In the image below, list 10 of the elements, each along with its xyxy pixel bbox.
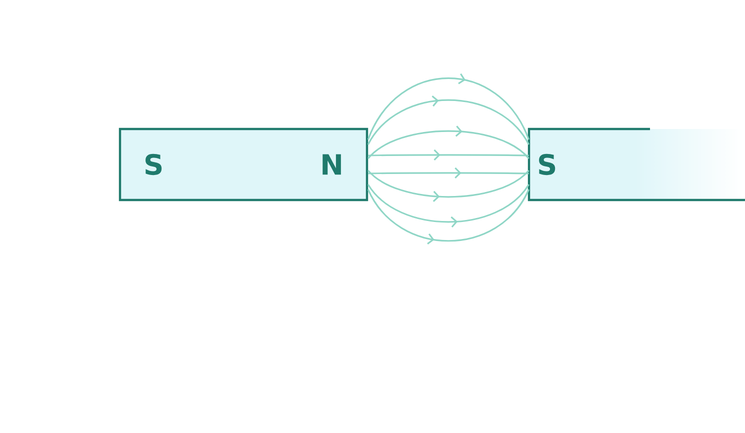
field-line <box>368 170 530 202</box>
field-line <box>367 189 530 244</box>
field-line <box>367 95 530 145</box>
field-line <box>367 73 530 140</box>
field-line <box>368 149 529 161</box>
field-line <box>367 184 530 228</box>
bar-magnet: S N <box>118 128 368 202</box>
field-line <box>368 126 530 160</box>
field-line <box>368 167 529 179</box>
bar-magnet: S <box>528 128 745 202</box>
